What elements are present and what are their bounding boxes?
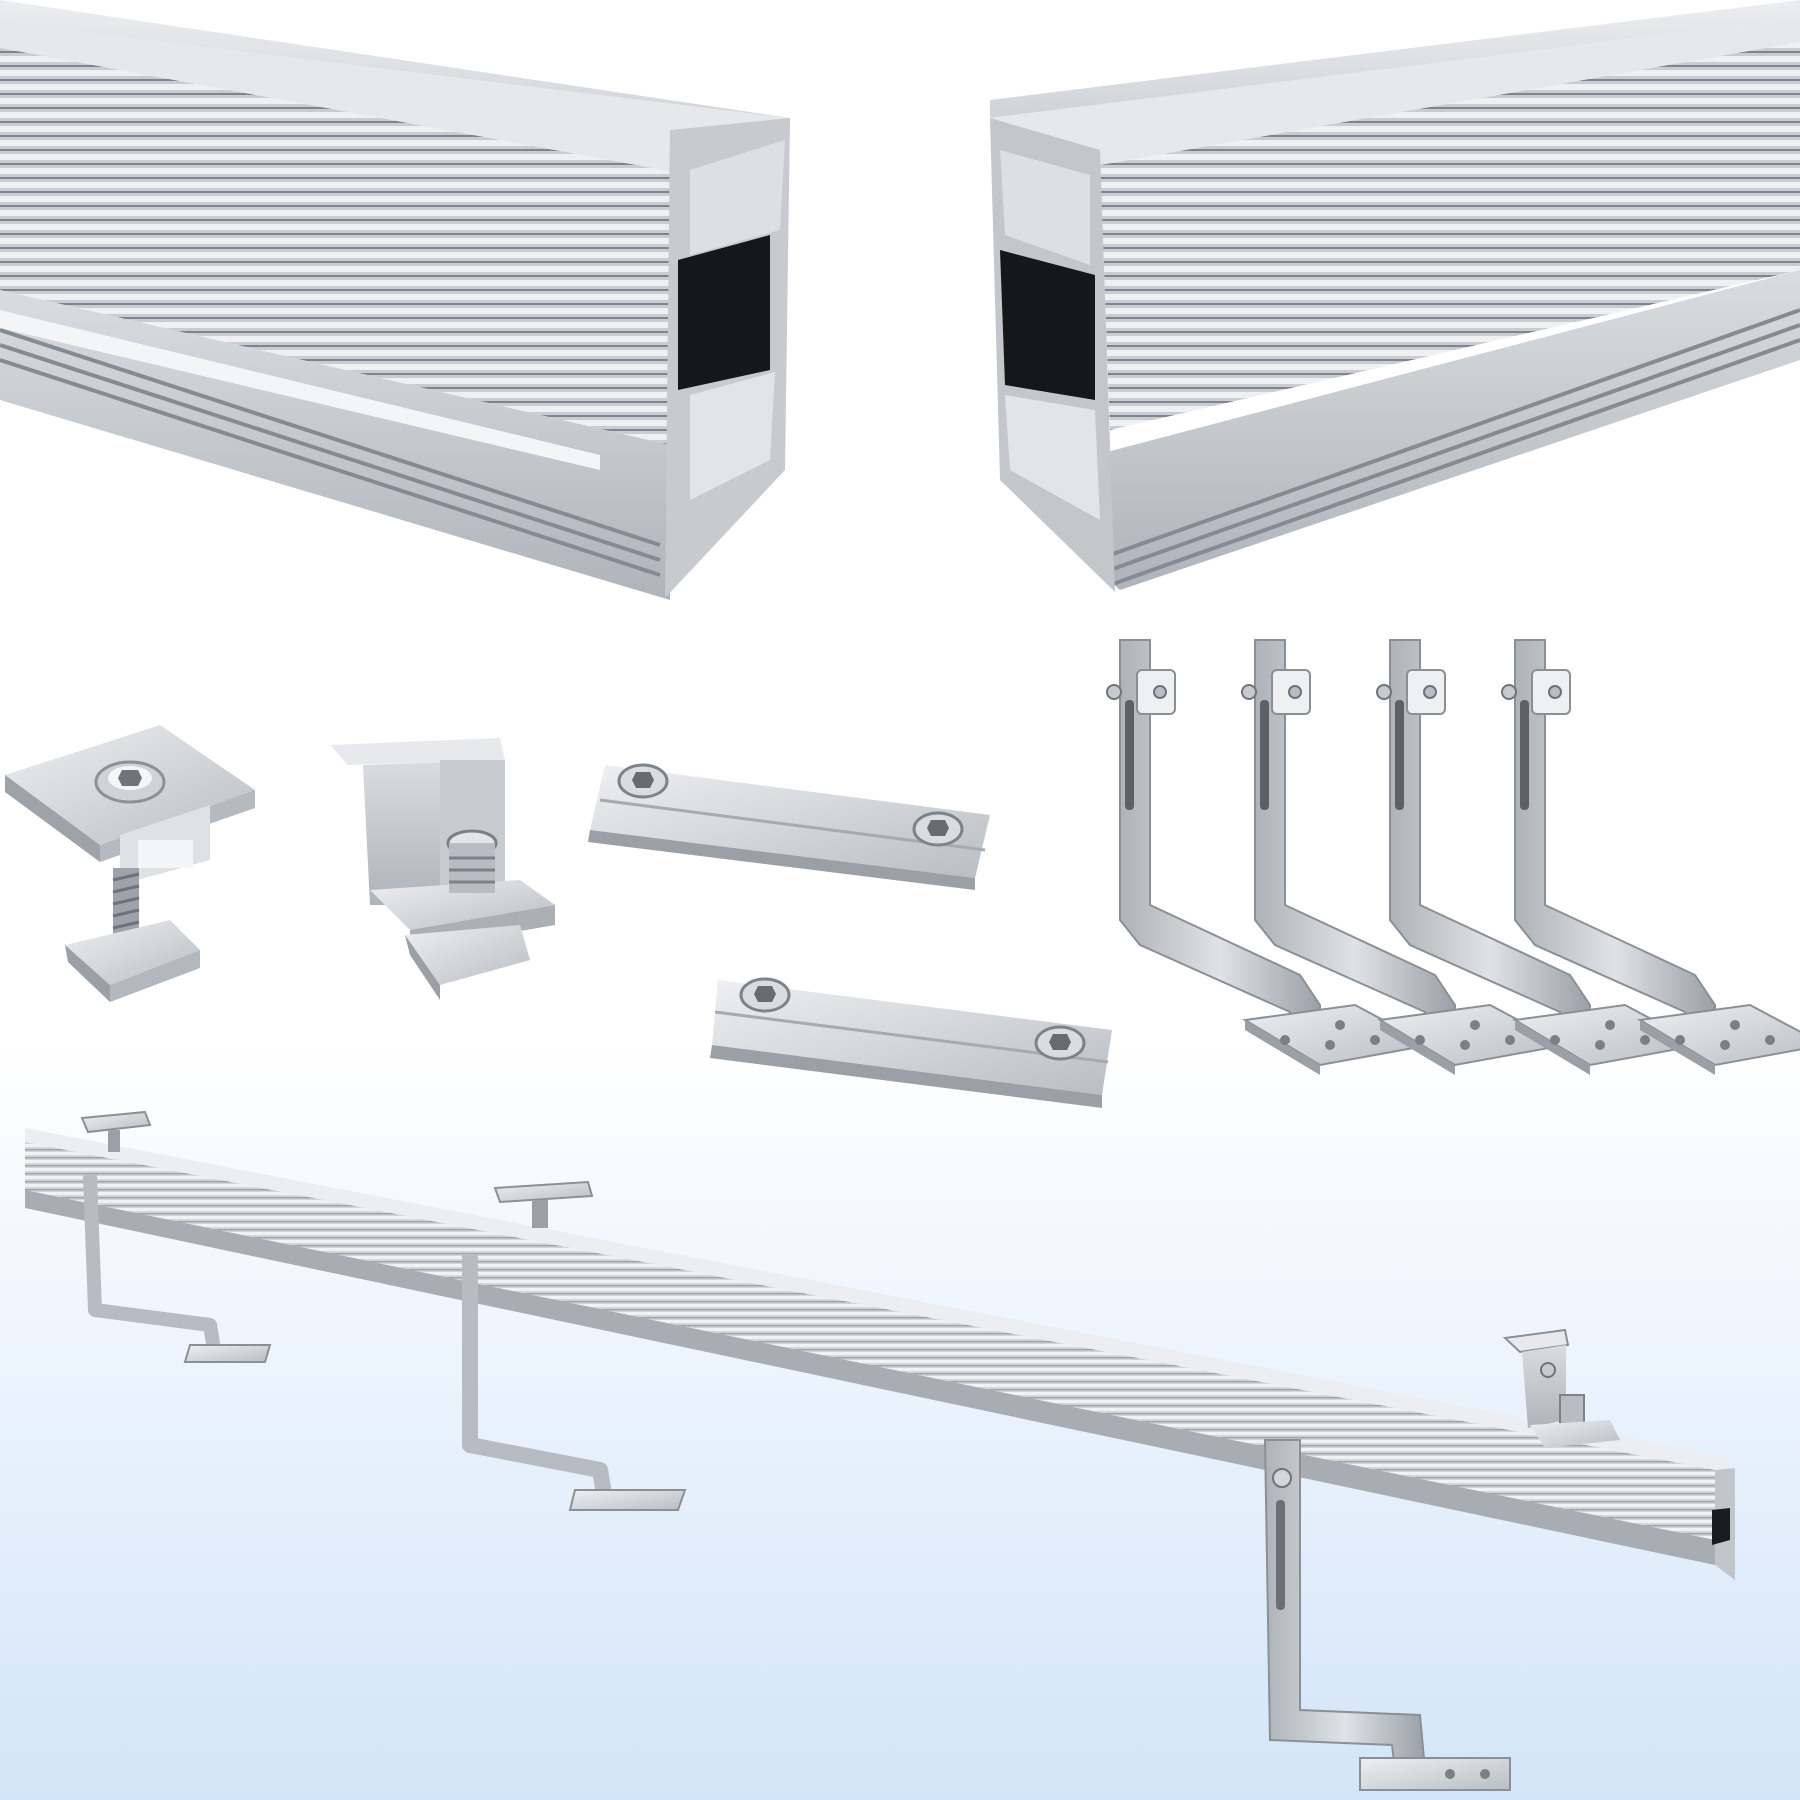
assembled-roof-hook <box>1263 1439 1511 1791</box>
rail-channel <box>1000 250 1095 400</box>
assembled-rail-system <box>25 1110 1735 1791</box>
end-clamp <box>330 738 555 1000</box>
assembled-mid-clamp <box>493 1180 594 1228</box>
assembled-mid-clamp <box>80 1110 152 1152</box>
rail-connector <box>710 977 1112 1108</box>
assembled-roof-hook <box>83 1174 222 1357</box>
rail-grooves <box>1109 308 1800 587</box>
assembled-roof-hook <box>462 1255 613 1502</box>
mounting-rail-left <box>0 0 790 600</box>
rail-connector <box>588 763 990 890</box>
mid-clamp <box>5 725 255 1002</box>
roof-hook <box>1501 639 1800 1076</box>
mounting-rail-right <box>990 0 1800 592</box>
rail-grooves <box>0 328 661 577</box>
roof-hook <box>1106 639 1434 1075</box>
rail-channel <box>678 235 770 390</box>
assembled-end-clamp <box>1502 1328 1620 1448</box>
